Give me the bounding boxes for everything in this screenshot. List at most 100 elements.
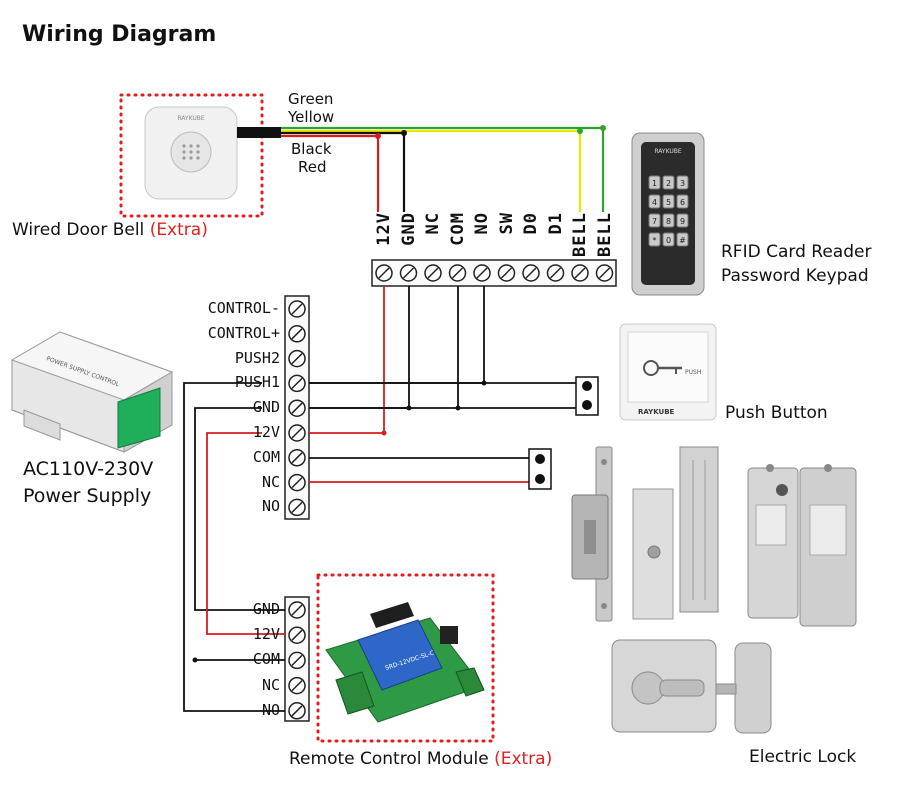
keypad-terminal-screws (375, 264, 614, 282)
keypad-key-label: 7 (652, 217, 657, 226)
keypad-caption-line1: RFID Card Reader (721, 242, 872, 262)
psu-terminal-label: PUSH2 (234, 348, 280, 367)
wire-label-red: Red (298, 158, 327, 176)
remote-terminal-screw-slot (291, 680, 303, 692)
keypad-terminal-label: BELL (594, 212, 615, 257)
push-button-label-text: PUSH (685, 369, 701, 376)
keypad-terminal-label: NO (472, 212, 492, 235)
keypad-key-label: * (653, 236, 657, 245)
psu-terminal-label: 12V (252, 423, 280, 441)
keypad-key (676, 194, 689, 209)
wire-junction-dots (375, 125, 606, 139)
keypad-12v-red-wire (309, 286, 385, 434)
remote-module-caption: Remote Control Module (Extra) (289, 749, 552, 769)
keypad-key (648, 175, 661, 190)
psu-12v-bus-wire (206, 432, 285, 635)
keypad-terminal-label: COM (447, 212, 468, 246)
psu-terminal-screw-slot (291, 501, 303, 513)
power-supply-image: POWER SUPPLY CONTROL (10, 331, 174, 453)
psu-terminal-label: NO (261, 497, 280, 516)
door-bell-caption: Wired Door Bell (Extra) (12, 220, 208, 240)
keypad-key (676, 213, 689, 228)
keypad-terminal-screw-slot (378, 267, 390, 279)
electric-strike-image (571, 446, 613, 622)
keypad-key-label: 1 (652, 179, 657, 188)
remote-terminal-screw-slot (291, 705, 303, 717)
psu-terminal-screw-slot (291, 377, 303, 389)
bolt-lock-image (747, 464, 857, 627)
keypad-terminal-label: NC (423, 212, 443, 235)
keypad-terminal-label: BELL (570, 212, 590, 257)
keypad-terminal-screw-slot (549, 267, 562, 279)
remote-terminal-label: COM (252, 650, 280, 669)
keypad-key-label: 8 (666, 217, 671, 226)
remote-module-extra-note: (Extra) (494, 749, 553, 769)
keypad-key-label: 5 (666, 198, 671, 207)
keypad-key-label: 3 (680, 179, 685, 188)
psu-terminal-label: NC (261, 472, 280, 491)
psu-terminal-screw-slot (291, 427, 303, 439)
power-supply-caption-line1: AC110V-230V (23, 458, 154, 480)
psu-gnd-bus-wire (194, 407, 285, 611)
keypad-terminal-screw-slot (598, 267, 611, 279)
keypad-key-label: 0 (666, 236, 671, 245)
keypad-terminal-screw-slot (427, 267, 439, 279)
remote-terminal-screw-slot (291, 654, 303, 666)
remote-module-highlight-box (316, 573, 495, 743)
door-bell-brand-text: RAYKUBE (177, 115, 205, 122)
keypad-key (662, 175, 675, 190)
lock-connector (528, 448, 552, 490)
wire-label-black: Black (291, 140, 332, 158)
remote-module-image: SRD-12VDC-SL-C (325, 602, 485, 723)
keypad-key (662, 232, 675, 247)
keypad-terminal-label: D1 (545, 212, 566, 235)
keypad-terminal-screw-slot (402, 267, 415, 279)
page-title: Wiring Diagram (22, 22, 217, 47)
keypad-key (662, 194, 675, 209)
keypad-terminal-label: GND (398, 212, 419, 246)
keypad-terminal-screw-slot (451, 267, 464, 279)
psu-terminal-screw-slot (291, 303, 303, 315)
keypad-gnd-black-wire (309, 286, 410, 409)
keypad-key-label: 6 (680, 198, 685, 207)
remote-terminal-screw-slot (291, 604, 303, 616)
psu-terminal-label: GND (252, 398, 280, 417)
magnetic-lock-image (632, 446, 719, 620)
keypad-key (676, 175, 689, 190)
keypad-key (648, 232, 661, 247)
remote-terminal-label: NC (261, 675, 280, 694)
electric-lock-caption: Electric Lock (749, 747, 857, 767)
psu-terminal-label: CONTROL- (207, 299, 280, 317)
remote-module-caption-text: Remote Control Module (289, 749, 489, 769)
wire-label-green: Green (288, 90, 334, 108)
door-bell-image: RAYKUBE (144, 106, 281, 200)
psu-terminal-label: CONTROL+ (207, 323, 280, 342)
remote-terminal-label: GND (252, 600, 280, 618)
psu-push1-bus-wire (183, 382, 285, 712)
psu-terminal-label: PUSH1 (234, 373, 280, 392)
door-bell-caption-text: Wired Door Bell (12, 220, 145, 240)
remote-terminal-label: NO (261, 700, 280, 719)
keypad-key (662, 213, 675, 228)
keypad-terminal-screw-slot (574, 267, 586, 279)
wire-label-yellow: Yellow (288, 108, 335, 126)
psu-terminal-screws (288, 300, 306, 517)
psu-terminal-screw-slot (291, 452, 303, 464)
push-button-brand-text: RAYKUBE (638, 408, 675, 416)
push-button-connector (575, 376, 599, 416)
remote-terminal-label: 12V (252, 625, 280, 644)
keypad-key-label: 2 (666, 179, 671, 188)
keypad-terminal-screw-slot (525, 267, 537, 279)
psu-terminal-label: COM (252, 447, 280, 466)
keypad-terminal-label: D0 (521, 212, 541, 235)
push-button-caption: Push Button (725, 403, 828, 423)
rim-lock-image (611, 639, 772, 734)
keypad-terminal-label: 12V (374, 212, 394, 246)
main-wire-junctions (192, 380, 487, 663)
keypad-key (676, 232, 689, 247)
keypad-terminal-screw-slot (500, 267, 513, 279)
door-bell-extra-note: (Extra) (149, 220, 208, 240)
